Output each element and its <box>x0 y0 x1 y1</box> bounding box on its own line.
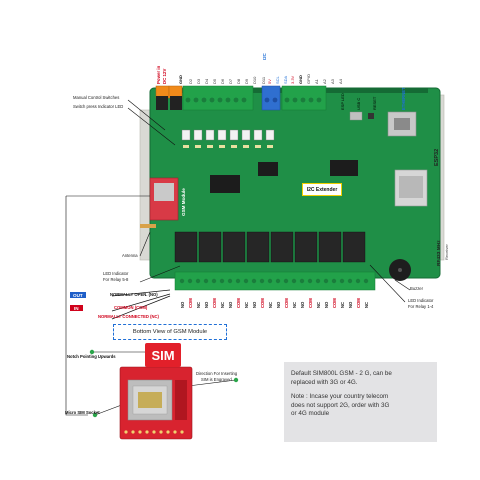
header-pin-label: A3 <box>330 79 335 84</box>
terminal-label: COM <box>212 298 217 308</box>
terminal-label: NO <box>180 301 185 308</box>
terminal-label: COM <box>260 298 265 308</box>
antenna-callout: Antenna <box>122 253 138 258</box>
manual-switches-callout: Manual Control Switches <box>73 95 120 100</box>
header-pin-label: D4 <box>204 78 209 84</box>
header-pin-label: GND <box>298 75 303 84</box>
terminal-label: NC <box>244 301 249 308</box>
terminal-label: COM <box>332 298 337 308</box>
bottom-terminals <box>174 271 376 291</box>
header-pin-label: D9 <box>244 78 249 84</box>
note-line-4: does not support 2G, order with 3G <box>291 401 390 409</box>
header-pin-label: D3 <box>196 78 201 84</box>
note-line-5: or 4G module <box>291 410 330 417</box>
terminal-label: COM <box>236 298 241 308</box>
led-5-8-callout-a: LED Indicator <box>103 271 129 276</box>
i2c-extender-label: I2C Extender <box>302 183 342 196</box>
com-legend: COMMON (COM) <box>114 305 148 310</box>
ethernet-label: ETHERNET <box>401 87 406 110</box>
terminal-label: NC <box>196 301 201 308</box>
header-pin-label: GND <box>178 75 183 84</box>
micro-sim-callout: Micro SIM Socket <box>65 410 100 415</box>
reset-label: RESET <box>372 96 377 110</box>
no-legend: NORMALLY OPEN. (NO) <box>110 292 158 297</box>
bottom-view-title: Bottom View of GSM Module <box>113 324 227 340</box>
power-in-label: Power in <box>156 65 161 84</box>
i2c-label: I2C <box>262 53 267 60</box>
manual-switches <box>181 129 275 141</box>
top-terminals <box>182 85 327 111</box>
note-line-3: Note : Incase your country telecom <box>291 393 389 400</box>
terminal-label: NO <box>276 301 281 308</box>
terminal-label: COM <box>356 298 361 308</box>
terminal-label: NO <box>228 301 233 308</box>
header-pin-label: A2 <box>322 79 327 84</box>
in-badge: IN <box>70 305 83 311</box>
header-pin-label: D10 <box>252 76 257 84</box>
buzzer-callout: Buzzer <box>410 286 424 291</box>
dc12v-label: DC 12V <box>162 68 167 84</box>
terminal-label: NC <box>268 301 273 308</box>
terminal-label: NO <box>252 301 257 308</box>
header-pin-label: SDA <box>283 75 288 84</box>
led-1-4-callout-a: LED Indicator <box>408 298 434 303</box>
header-pin-label: 5V <box>267 79 272 84</box>
header-pin-label: D11 <box>261 76 266 84</box>
esp-led-label: ESP LED <box>340 93 345 110</box>
note-line-2: replaced with 3G or 4G. <box>291 378 358 386</box>
header-pin-label: D5 <box>212 78 217 84</box>
relays <box>174 231 366 263</box>
led-1-4-callout-b: For Relay 1-4 <box>408 304 434 309</box>
nc-legend: NORMALLY CONNECTED (NC) <box>98 314 159 319</box>
switch-led-callout: Switch press Indicator LED <box>73 104 124 109</box>
notch-callout: Notch Pointing Upwards <box>67 354 116 359</box>
note-line-1: Default SIM800L GSM - 2 G, can be <box>291 370 392 377</box>
header-pin-label: A4 <box>338 79 343 84</box>
header-pin-label: GPIO <box>306 73 311 84</box>
led-5-8-callout-b: For Relay 5-8 <box>103 277 129 282</box>
usb-c-label: USB C <box>356 97 361 110</box>
header-pin-label: SCL <box>275 76 280 84</box>
terminal-label: NO <box>204 301 209 308</box>
terminal-label: COM <box>188 298 193 308</box>
receiver-label: Receiver <box>444 244 449 260</box>
direction-callout-a: Direction For Inserting <box>196 371 238 376</box>
terminal-label: NC <box>220 301 225 308</box>
terminal-label: NC <box>340 301 345 308</box>
terminal-label: NC <box>364 301 369 308</box>
terminal-label: NO <box>324 301 329 308</box>
terminal-label: COM <box>308 298 313 308</box>
terminal-label: NO <box>300 301 305 308</box>
header-pin-label: D2 <box>188 78 193 84</box>
header-pin-label: 3.3V <box>290 75 295 84</box>
terminal-label: NC <box>316 301 321 308</box>
terminal-label: NC <box>292 301 297 308</box>
esp32-label: ESP32 <box>434 148 440 166</box>
out-badge: OUT <box>70 292 86 298</box>
terminal-label: COM <box>284 298 289 308</box>
sim-badge: SIM <box>145 343 181 367</box>
direction-callout-b: SIM is Engraved <box>201 377 232 382</box>
header-pin-label: A1 <box>314 79 319 84</box>
header-pin-label: D7 <box>228 78 233 84</box>
header-pin-label: D6 <box>220 78 225 84</box>
rf433-label: RF433 MHz <box>437 240 442 266</box>
header-pin-label: D8 <box>236 78 241 84</box>
terminal-label: NO <box>348 301 353 308</box>
gsm-module-label: GSM Module <box>181 188 186 216</box>
info-note: Default SIM800L GSM - 2 G, can be replac… <box>284 362 437 442</box>
